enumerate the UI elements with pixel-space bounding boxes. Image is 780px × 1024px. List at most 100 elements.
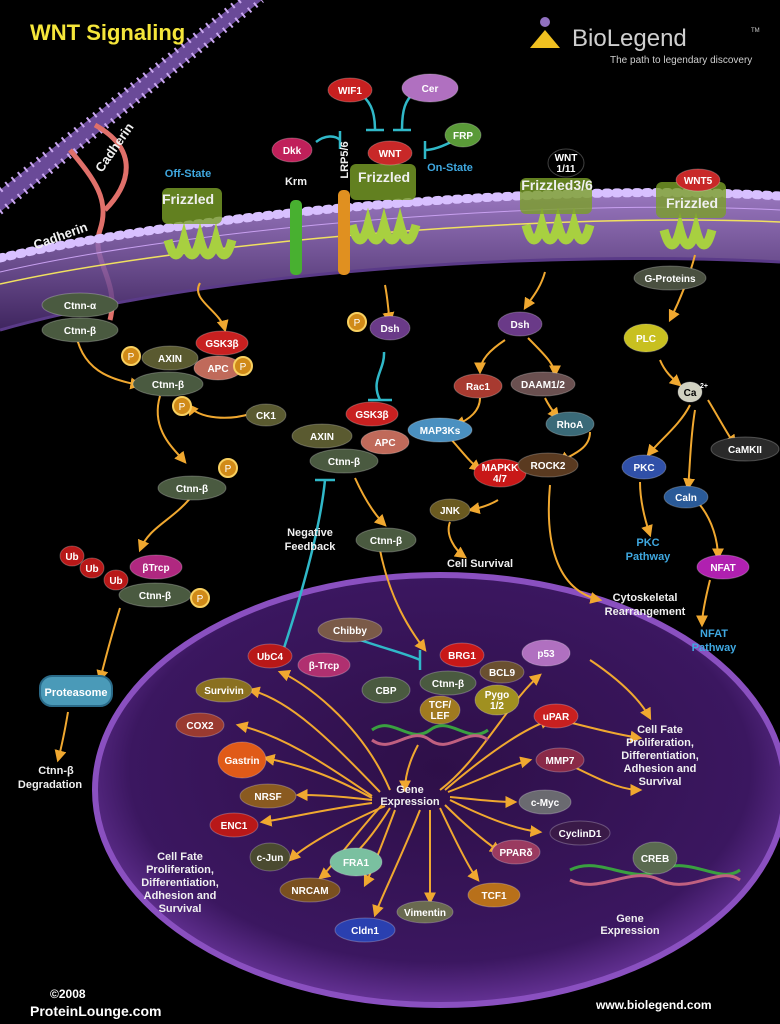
node-label: WNT	[555, 153, 578, 164]
node-shape	[291, 423, 353, 449]
node-label: Caln	[675, 493, 697, 504]
free-labels: Off-State On-State Frizzled Frizzled Fri…	[18, 120, 737, 937]
node-shape	[309, 448, 379, 474]
node-shape	[545, 411, 595, 437]
node-daam: DAAM1/2	[510, 371, 576, 397]
negative-feedback-label-1: Negative	[287, 527, 333, 539]
node-label: G-Proteins	[644, 274, 696, 285]
node-nrsf: NRSF	[239, 783, 297, 809]
krm-label: Krm	[285, 176, 307, 188]
node-fra1: FRA1	[329, 847, 383, 877]
node-rock2: ROCK2	[517, 452, 579, 478]
trademark: TM	[751, 28, 760, 34]
node-caln: Caln	[663, 485, 709, 509]
node-label: UbC4	[257, 652, 284, 663]
node-shape	[632, 841, 678, 875]
phosphate-label: P	[240, 362, 247, 373]
cell-fate-left-1: Cell Fate	[157, 851, 203, 863]
biolegend-link[interactable]: www.biolegend.com	[595, 998, 712, 1012]
proteasome-label: Proteasome	[45, 687, 108, 699]
node-label: Ctnn-β	[328, 457, 360, 468]
node-nrcam: NRCAM	[279, 877, 341, 903]
node-ub2: Ub	[79, 557, 105, 579]
node-label: Dsh	[381, 324, 400, 335]
phosphate-label: P	[225, 464, 232, 475]
node-label: Ctnn-β	[176, 484, 208, 495]
node-label: Ctnn-β	[64, 326, 96, 337]
pkc-pathway-label-1: PKC	[636, 537, 659, 549]
node-chibby: Chibby	[317, 617, 383, 643]
node-shape	[360, 429, 410, 455]
node-label: CBP	[375, 686, 396, 697]
node-enc1: ENC1	[209, 812, 259, 838]
node-shape	[327, 77, 373, 103]
node-shape	[623, 323, 669, 353]
gene-expression-b-label-1: Gene	[616, 913, 644, 925]
node-shape	[675, 168, 721, 192]
node-label: MMP7	[546, 756, 575, 767]
node-label: CREB	[641, 854, 669, 865]
node-shape	[497, 311, 543, 337]
node-shape	[549, 820, 611, 846]
node-shape	[621, 454, 667, 480]
node-label: Cer	[422, 84, 439, 95]
node-ctnn-a: Ctnn-α	[41, 292, 119, 318]
node-shape	[355, 527, 417, 553]
node-label: Rac1	[466, 382, 490, 393]
node-frp: FRP	[444, 122, 482, 148]
node-label: Ub	[65, 552, 78, 563]
degradation-label-2: Degradation	[18, 779, 82, 791]
node-shape	[317, 617, 383, 643]
node-shape	[474, 684, 520, 716]
node-shape	[518, 789, 572, 815]
node-ck1: CK1	[245, 403, 287, 427]
node-shape	[396, 900, 454, 924]
node-shape	[517, 452, 579, 478]
node-label: APC	[374, 438, 395, 449]
node-label: WIF1	[338, 86, 362, 97]
nfat-pathway-label-2: Pathway	[692, 642, 738, 654]
node-shape	[329, 847, 383, 877]
node-label: CyclinD1	[559, 829, 602, 840]
node-shape	[677, 381, 703, 403]
negative-feedback-label-2: Feedback	[285, 541, 337, 553]
node-shape	[696, 554, 750, 580]
node-shape	[547, 148, 585, 178]
proteinlounge-link[interactable]: ProteinLounge.com	[30, 1003, 161, 1019]
node-shape	[297, 652, 351, 678]
node-ubc4: UbC4	[247, 643, 293, 669]
cytoskeletal-label-1: Cytoskeletal	[613, 592, 678, 604]
nfat-pathway-label-1: NFAT	[700, 628, 728, 640]
node-label: Ctnn-β	[432, 679, 464, 690]
diagram-title: WNT Signaling	[30, 20, 185, 45]
degradation-label-1: Ctnn-β	[38, 765, 74, 777]
frizzled36-receptor	[520, 178, 595, 245]
node-shape	[157, 475, 227, 501]
cell-fate-right-3: Differentiation,	[621, 750, 699, 762]
node-label: Ca	[684, 388, 697, 399]
on-state-label: On-State	[427, 162, 473, 174]
node-label: uPAR	[543, 712, 570, 723]
node-vimentin: Vimentin	[396, 900, 454, 924]
node-dsh-1: Dsh	[369, 315, 411, 341]
node-dkk: Dkk	[271, 137, 313, 163]
proteasome: Proteasome	[39, 675, 113, 707]
node-label: NRCAM	[291, 886, 328, 897]
node-shape	[132, 371, 204, 397]
node-shape	[361, 676, 411, 704]
node-shape	[510, 371, 576, 397]
node-apc-2: APC	[360, 429, 410, 455]
node-tcf1: TCF1	[467, 882, 521, 908]
node-label: Survivin	[204, 686, 243, 697]
node-label: APC	[207, 364, 228, 375]
node-gsk3b-1: GSK3β	[195, 330, 249, 356]
node-ub3: Ub	[103, 569, 129, 591]
node-dsh-2: Dsh	[497, 311, 543, 337]
node-label: Gastrin	[224, 756, 259, 767]
node-label: DAAM1/2	[521, 380, 565, 391]
node-shape	[401, 73, 459, 103]
lrp56-receptor	[338, 190, 350, 275]
phosphate-badge: P	[347, 312, 367, 332]
node-p53: p53	[521, 639, 571, 667]
